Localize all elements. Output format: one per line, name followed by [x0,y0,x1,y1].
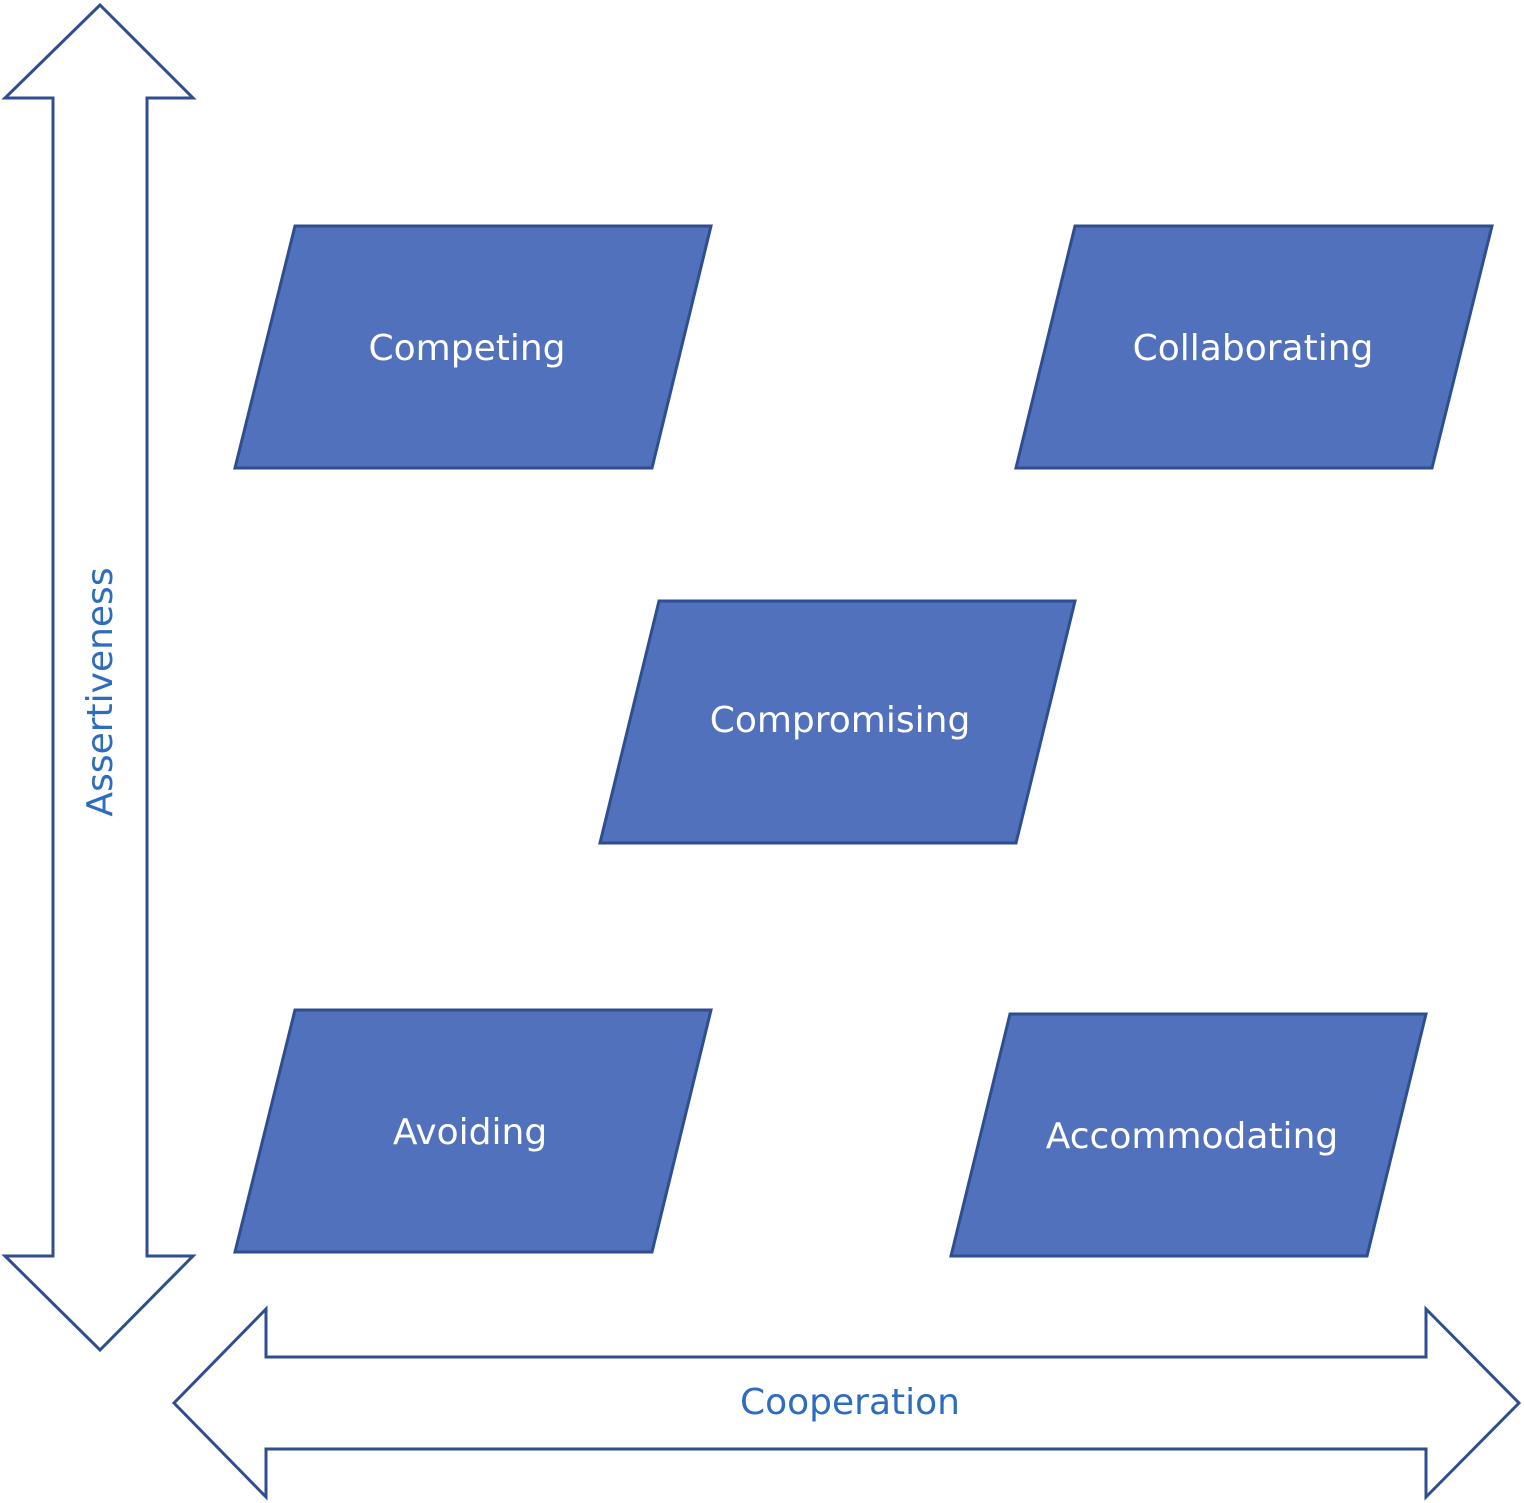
assertiveness-double-arrow [1,2,197,1353]
competing-shape: Competing [233,224,713,470]
accommodating-label: Accommodating [1046,1116,1338,1157]
compromising-shape: Compromising [598,599,1077,845]
cooperation-double-arrow [171,1305,1522,1501]
collaborating-shape: Collaborating [1014,224,1494,470]
accommodating-shape: Accommodating [949,1012,1428,1258]
assertiveness-label: Assertiveness [80,567,121,816]
avoiding-label: Avoiding [393,1112,547,1153]
cooperation-label: Cooperation [740,1382,960,1423]
competing-label: Competing [368,328,565,369]
avoiding-shape: Avoiding [233,1008,713,1254]
compromising-label: Compromising [710,700,971,741]
collaborating-label: Collaborating [1133,328,1374,369]
